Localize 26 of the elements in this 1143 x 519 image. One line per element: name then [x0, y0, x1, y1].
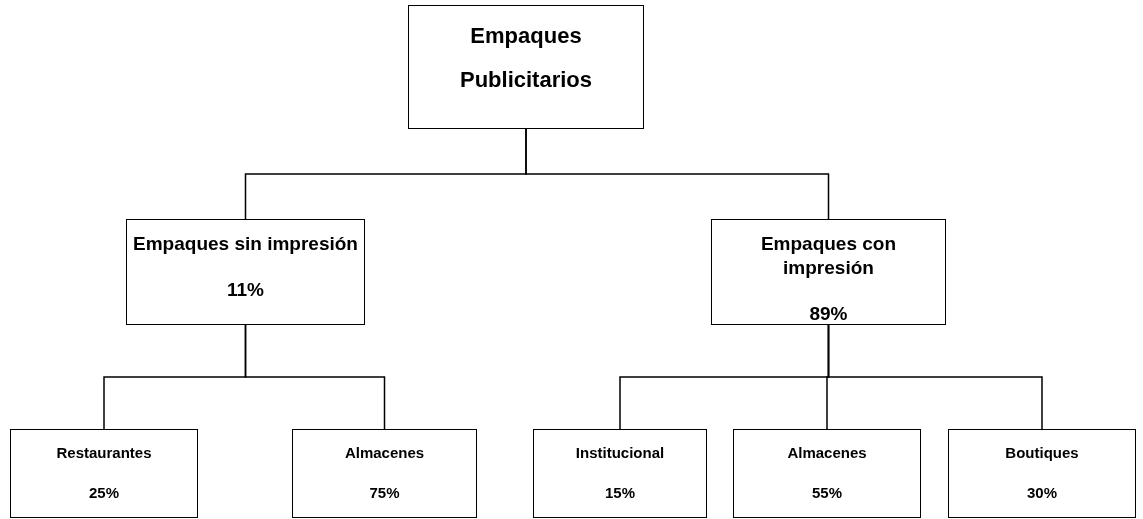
percentage-label: 89%	[809, 302, 848, 326]
connector-line	[244, 324, 386, 430]
box-title: Institucional	[575, 444, 665, 462]
percentage-label: 11%	[227, 278, 264, 302]
percentage-label: 15%	[605, 484, 635, 502]
org-box	[948, 429, 1136, 518]
percentage-label: 30%	[1027, 484, 1057, 502]
org-box	[533, 429, 707, 518]
org-box	[733, 429, 921, 518]
box-title: Empaques Publicitarios	[458, 22, 593, 94]
connector-line	[525, 128, 830, 220]
connector-line	[827, 324, 1043, 430]
org-box	[292, 429, 477, 518]
box-title: Empaques con impresión	[759, 232, 898, 280]
box-title: Almacenes	[787, 444, 867, 462]
box-title: Almacenes	[344, 444, 425, 462]
box-title: Restaurantes	[56, 444, 152, 462]
percentage-label: 75%	[369, 484, 400, 502]
org-box	[408, 5, 644, 129]
org-box	[126, 219, 365, 325]
org-box	[10, 429, 198, 518]
box-title: Boutiques	[1005, 444, 1079, 462]
box-title: Empaques sin impresión	[133, 232, 358, 256]
percentage-label: 55%	[812, 484, 842, 502]
percentage-label: 25%	[89, 484, 119, 502]
org-box	[711, 219, 946, 325]
